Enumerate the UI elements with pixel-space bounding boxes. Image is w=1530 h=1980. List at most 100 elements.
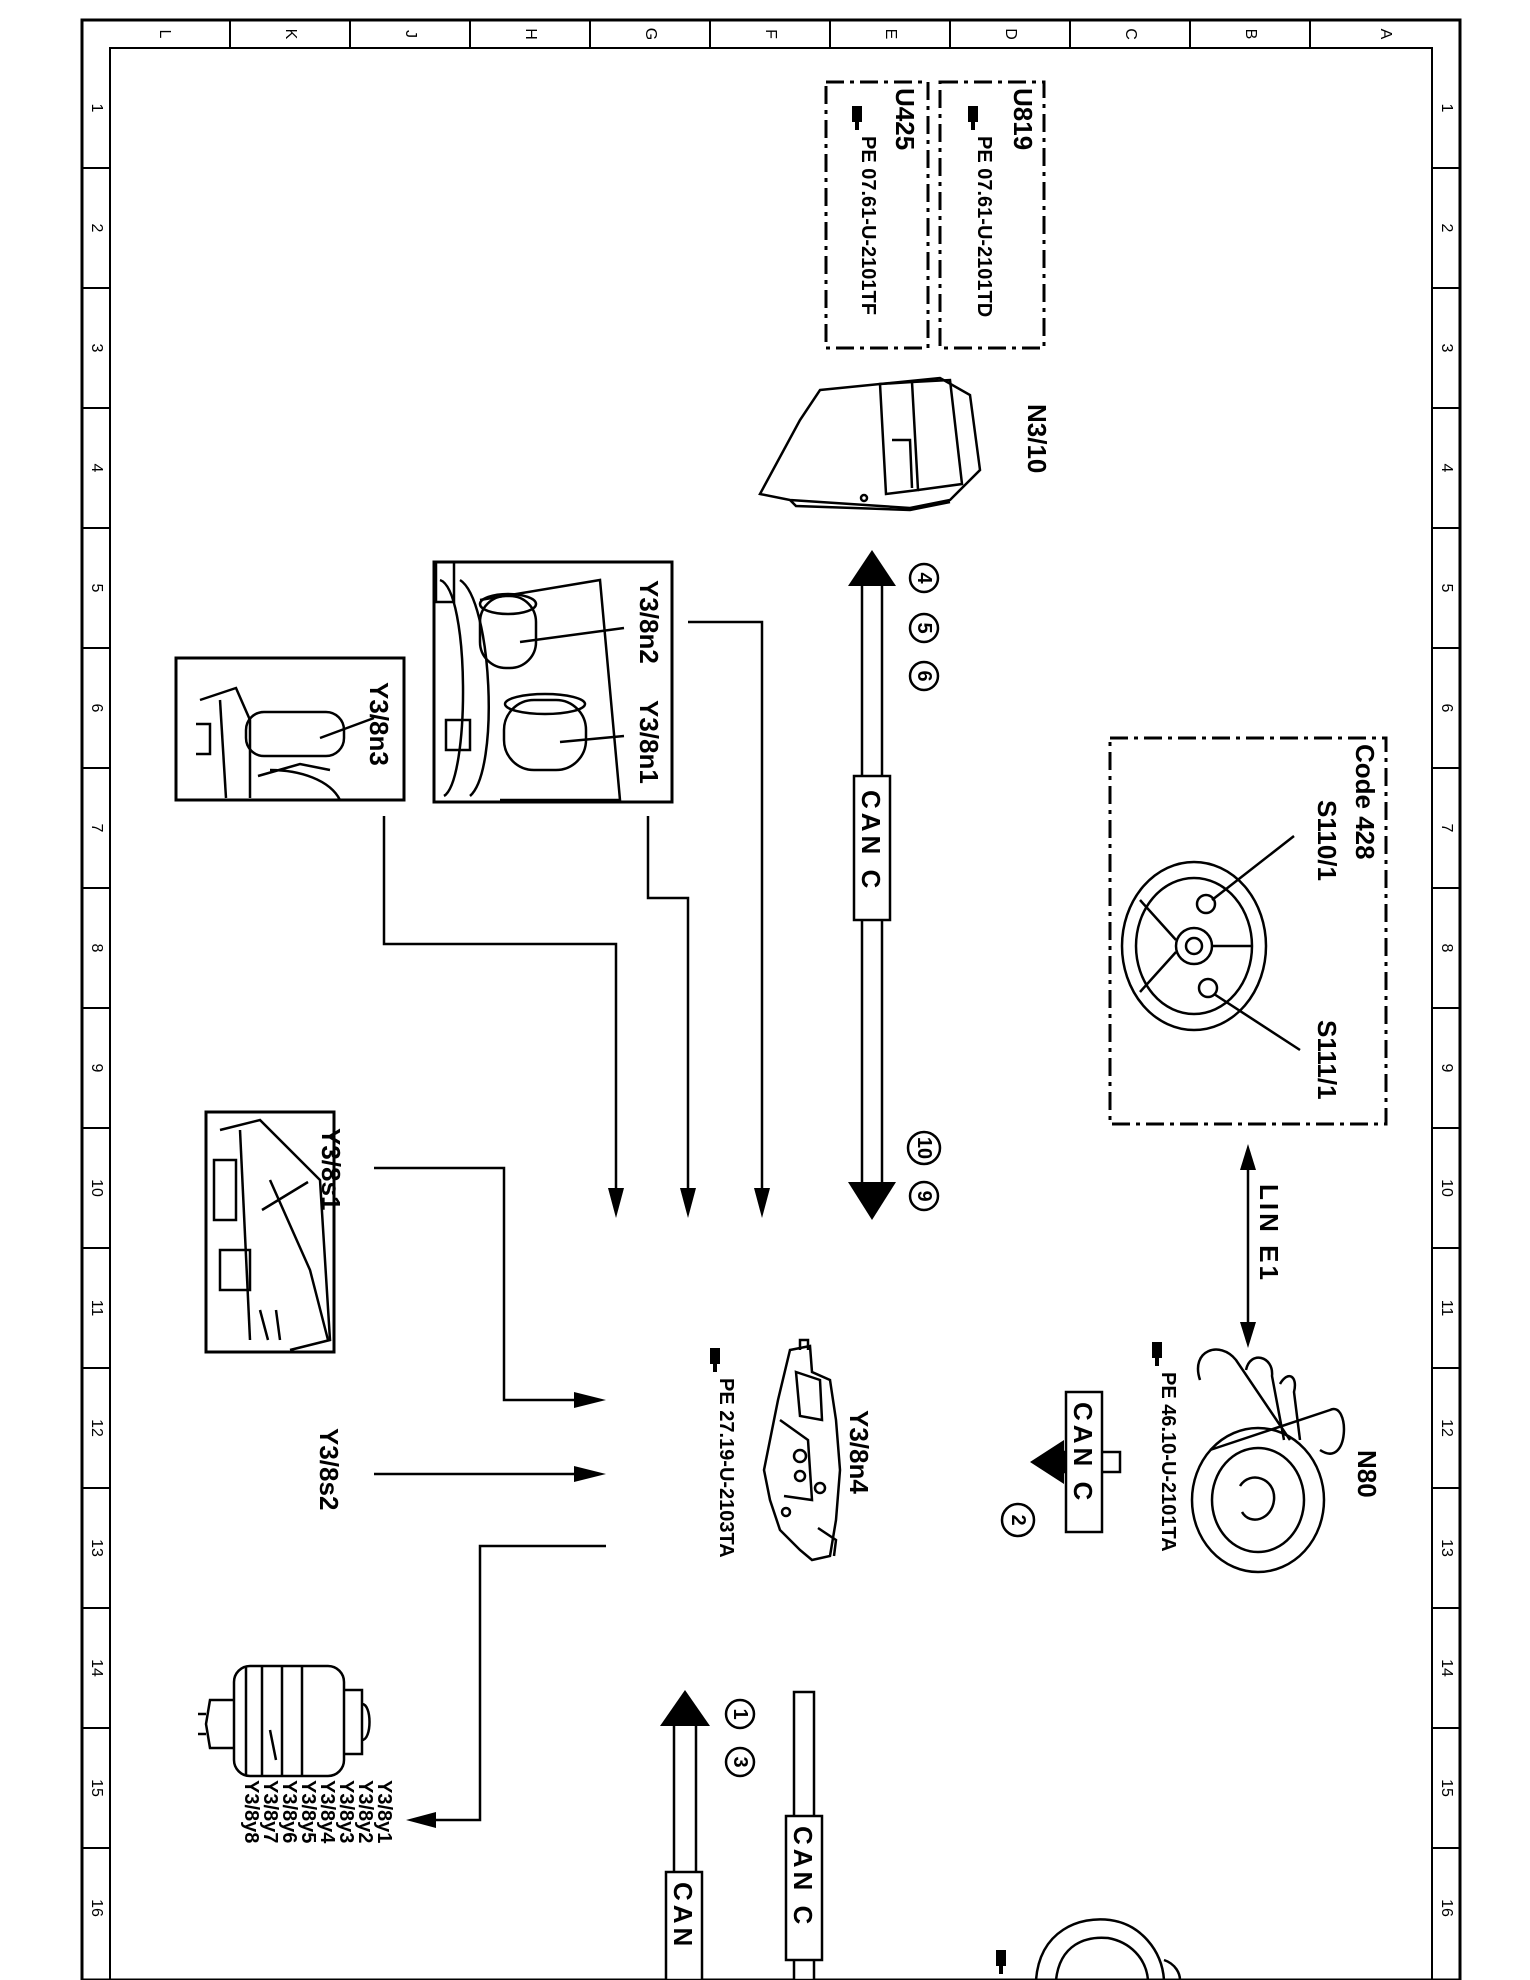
- marker-number: 6: [913, 670, 935, 681]
- y3-8n3-label: Y3/8n3: [364, 682, 394, 766]
- solenoid-label: Y3/8y2: [354, 1780, 376, 1843]
- can-c-n80-label: CAN C: [1068, 1402, 1098, 1504]
- row-number: 2: [88, 224, 105, 233]
- row-number: 1: [1438, 104, 1455, 113]
- row-number: 1: [88, 104, 105, 113]
- arrow-right-icon: [574, 1392, 606, 1408]
- row-number: 11: [88, 1300, 105, 1317]
- arrow-right-icon: [574, 1466, 606, 1482]
- n3-10-label: N3/10: [1022, 404, 1052, 473]
- steering-wheel-icon: [1120, 860, 1268, 1032]
- col-letter: D: [1002, 28, 1019, 40]
- can-bottom-label: CAN: [668, 1882, 698, 1950]
- u819-ref: PE 07.61-U-2101TD: [973, 136, 995, 317]
- markers-bottom: 10 9: [906, 1130, 942, 1212]
- row-number: 8: [88, 944, 105, 953]
- can-c-bus-bottom[interactable]: CAN C: [784, 1690, 824, 1980]
- signal-arrowheads: [406, 1188, 770, 1828]
- arrow-left-icon: [406, 1812, 436, 1828]
- lin-e1-bus[interactable]: LIN E1: [1240, 1144, 1284, 1348]
- col-letter: K: [282, 29, 299, 40]
- lin-e1-label: LIN E1: [1254, 1184, 1284, 1283]
- solenoid-labels: Y3/8y1 Y3/8y2 Y3/8y3 Y3/8y4 Y3/8y5 Y3/8y…: [240, 1780, 395, 1844]
- y3-8s1-sensor[interactable]: Y3/8s1: [204, 1110, 346, 1354]
- col-letter: F: [762, 29, 779, 39]
- col-letter: B: [1242, 29, 1259, 40]
- s111-1-leader: [1213, 992, 1301, 1052]
- col-letter: C: [1122, 28, 1139, 40]
- s110-1-label: S110/1: [1312, 800, 1342, 881]
- marker-number: 1: [729, 1708, 751, 1719]
- u425-code: U425: [890, 88, 920, 150]
- can-bus-lower[interactable]: CAN 1 3: [660, 1690, 756, 1980]
- row-number: 6: [88, 704, 105, 713]
- y3-8s2-label: Y3/8s2: [314, 1428, 344, 1510]
- arrow-left-icon: [1030, 1440, 1064, 1484]
- pointing-hand-icon: [968, 106, 978, 130]
- pointing-hand-icon: [710, 1348, 720, 1372]
- frame-column-letters: L K J H G F E D C B A: [156, 28, 1394, 40]
- y3-8n3-sensor[interactable]: Y3/8n3: [174, 656, 406, 802]
- signal-line-y3-8s1: [374, 1166, 580, 1402]
- reference-box-u819[interactable]: U819 PE 07.61-U-2101TD: [938, 80, 1046, 350]
- instrument-cluster-gauge[interactable]: [996, 1918, 1182, 1980]
- code-428-label: Code 428: [1350, 744, 1380, 860]
- solenoid-label: Y3/8y4: [316, 1780, 338, 1844]
- arrow-down-icon: [754, 1188, 770, 1218]
- col-letter: G: [642, 28, 659, 40]
- drawing-frame: [80, 18, 1462, 1980]
- u819-code: U819: [1008, 88, 1038, 150]
- pointing-hand-icon: [996, 1950, 1006, 1974]
- pointing-hand-icon: [1152, 1342, 1162, 1366]
- row-number: 12: [88, 1419, 105, 1437]
- can-c-bottom-label: CAN C: [788, 1826, 818, 1928]
- row-number: 9: [88, 1064, 105, 1073]
- solenoid-label: Y3/8y8: [240, 1780, 262, 1843]
- col-letter: L: [156, 30, 173, 39]
- y3-8n4-control-unit[interactable]: Y3/8n4 PE 27.19-U-2103TA: [710, 1338, 874, 1562]
- y3-8n4-label: Y3/8n4: [844, 1410, 874, 1494]
- u425-ref: PE 07.61-U-2101TF: [857, 136, 879, 315]
- can-c-bus-main[interactable]: CAN C: [848, 550, 896, 1220]
- signal-line-solenoids: [430, 1544, 606, 1822]
- n80-module[interactable]: N80 PE 46.10-U-2101TA: [1152, 1342, 1382, 1574]
- row-number: 14: [88, 1659, 105, 1677]
- y3-8n1-n2-sensor[interactable]: Y3/8n2 Y3/8n1: [432, 560, 674, 804]
- solenoid-label: Y3/8y3: [335, 1780, 357, 1843]
- frame-row-numbers-left: 1 2 3 4 5 6 7 8 9 10 11 12 13 14 15 16: [88, 104, 105, 1917]
- col-letter: E: [882, 29, 899, 40]
- signal-lines: [374, 620, 764, 1822]
- row-number: 7: [88, 824, 105, 833]
- y3-8n4-ref: PE 27.19-U-2103TA: [715, 1378, 737, 1558]
- marker-number: 9: [913, 1190, 935, 1201]
- row-number: 7: [1438, 824, 1455, 833]
- n80-label: N80: [1352, 1450, 1382, 1498]
- s111-1-label: S111/1: [1312, 1020, 1342, 1100]
- can-c-bus-n80[interactable]: CAN C 2: [1000, 1390, 1122, 1538]
- col-letter: H: [522, 28, 539, 40]
- markers-top: 4 5 6: [908, 562, 940, 692]
- solenoid-label: Y3/8y5: [297, 1780, 319, 1843]
- y3-8s1-label: Y3/8s1: [316, 1128, 346, 1210]
- signal-line-y3-8n1: [646, 816, 690, 1190]
- arrow-down-icon: [680, 1188, 696, 1218]
- row-number: 3: [1438, 344, 1455, 353]
- row-number: 8: [1438, 944, 1455, 953]
- row-number: 6: [1438, 704, 1455, 713]
- row-number: 15: [1438, 1779, 1455, 1797]
- row-number: 14: [1438, 1659, 1455, 1677]
- col-letter: A: [1377, 29, 1394, 40]
- row-number: 16: [88, 1899, 105, 1917]
- row-number: 5: [88, 584, 105, 593]
- solenoid-valve[interactable]: [198, 1664, 371, 1778]
- row-number: 3: [88, 344, 105, 353]
- row-number: 15: [88, 1779, 105, 1797]
- signal-line-y3-8n2: [688, 620, 764, 1190]
- code-428-box[interactable]: Code 428 S110/1 S111/1: [1108, 736, 1388, 1126]
- n3-10-control-unit[interactable]: N3/10: [758, 376, 1052, 512]
- reference-box-u425[interactable]: U425 PE 07.61-U-2101TF: [824, 80, 930, 350]
- can-c-main-label: CAN C: [856, 790, 886, 892]
- arrow-down-icon: [608, 1188, 624, 1218]
- y3-8n2-label: Y3/8n2: [634, 580, 664, 664]
- s110-1-leader: [1211, 835, 1295, 901]
